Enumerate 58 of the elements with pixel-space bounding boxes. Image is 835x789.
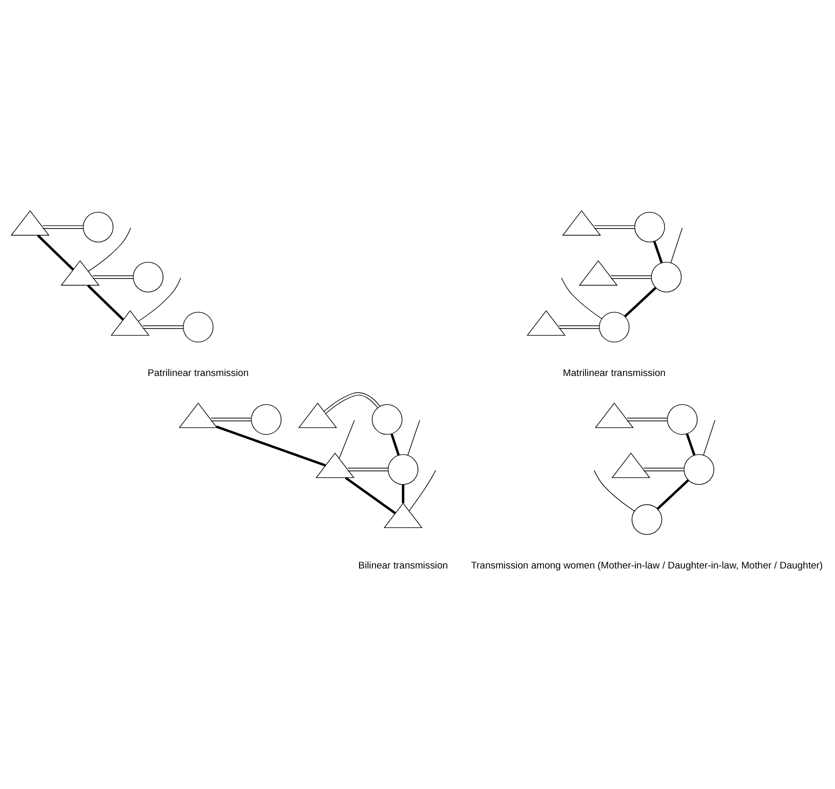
node-triangle [384, 502, 423, 528]
node-circle [388, 454, 418, 485]
connector [626, 418, 668, 422]
connector [558, 325, 600, 329]
node-triangle [578, 260, 618, 286]
connector [703, 420, 716, 456]
label: Bilinear transmission [358, 560, 448, 572]
node-circle [632, 504, 662, 535]
node-circle [250, 404, 282, 435]
connector [347, 468, 388, 472]
node-circle [182, 312, 214, 342]
node-circle [372, 404, 402, 435]
connector [561, 278, 602, 319]
node-triangle [298, 402, 338, 428]
connector [407, 420, 420, 456]
connector [670, 227, 683, 264]
connector [402, 484, 404, 504]
connector [653, 240, 663, 263]
node-circle [684, 454, 714, 485]
connector [42, 225, 84, 229]
node-triangle [526, 310, 566, 336]
node-triangle [594, 402, 634, 428]
node-triangle [611, 452, 650, 478]
node-triangle [178, 402, 218, 428]
connector [87, 284, 124, 321]
connector [656, 479, 690, 510]
connector [37, 234, 74, 271]
connector [92, 275, 134, 279]
node-circle [651, 262, 682, 292]
connector [210, 418, 252, 422]
connector [594, 225, 635, 229]
node-triangle [562, 210, 602, 236]
connector [138, 278, 182, 322]
connector [344, 476, 396, 514]
node-triangle [10, 210, 50, 236]
connector [686, 433, 696, 456]
connector [324, 392, 380, 414]
label: Matrilinear transmission [562, 368, 666, 379]
label: Patrilinear transmission [148, 368, 249, 379]
node-circle [82, 212, 114, 242]
connector [624, 287, 656, 318]
node-circle [598, 312, 630, 342]
connector [594, 470, 635, 512]
connector [643, 468, 684, 472]
connector [390, 434, 400, 456]
node-circle [634, 212, 665, 242]
node-circle [132, 262, 164, 292]
connector [142, 325, 184, 329]
node-triangle [110, 310, 150, 336]
label: Transmission among women (Mother-in-law / Daughter-in-law, Mother / Daughter) [470, 560, 823, 572]
node-triangle [60, 260, 100, 286]
connector [338, 420, 355, 459]
connector [610, 275, 652, 279]
node-circle [667, 404, 698, 435]
connector [408, 470, 436, 512]
node-triangle [316, 452, 354, 478]
connector [88, 228, 132, 272]
connector [216, 426, 326, 467]
